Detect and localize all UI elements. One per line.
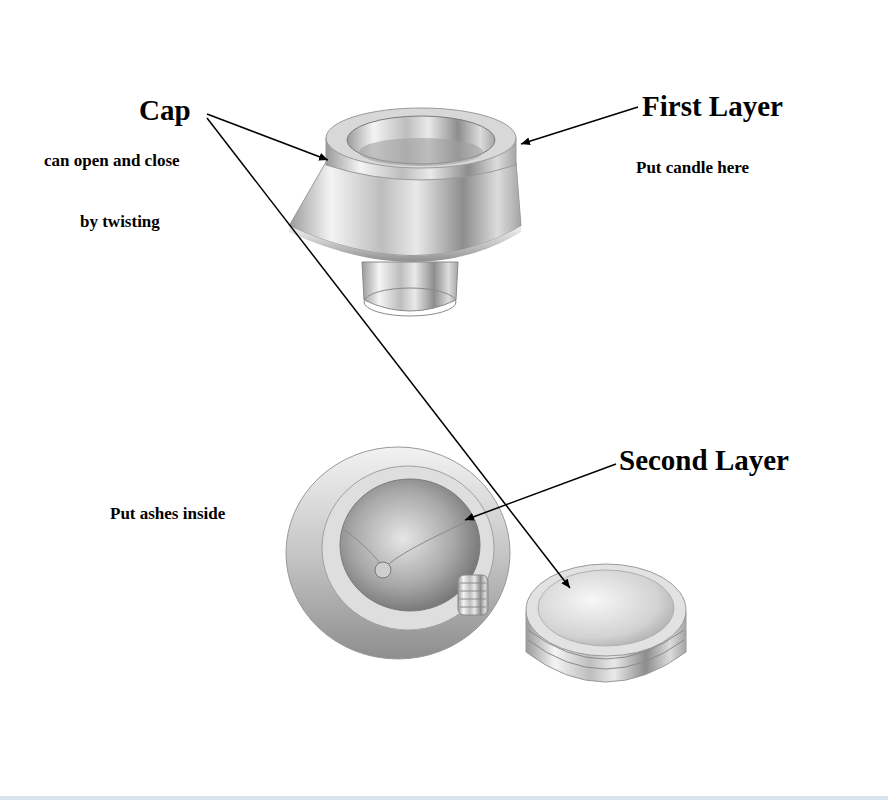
note-text: Put ashes inside (110, 504, 225, 524)
leader-line (465, 464, 616, 520)
note-text: by twisting (80, 212, 160, 232)
leader-line (521, 107, 638, 144)
part-name: Second Layer (619, 444, 789, 477)
part-name: Cap (139, 94, 191, 127)
leader-line (207, 114, 328, 160)
leader-line (207, 118, 570, 588)
part-name: First Layer (642, 90, 783, 123)
note-text: can open and close (44, 151, 180, 171)
note-text: Put candle here (636, 158, 749, 178)
bottom-rule (0, 796, 888, 800)
